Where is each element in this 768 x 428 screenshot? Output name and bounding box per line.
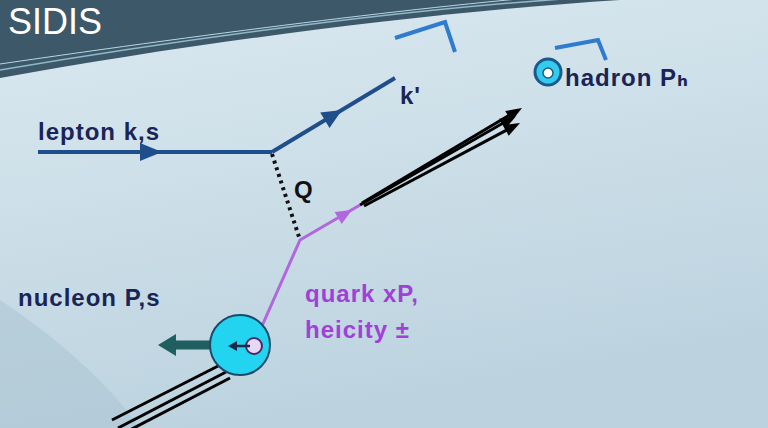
hadron-symbol [535,59,561,85]
beam-lines [112,364,230,428]
particle-label: lepton k,s [38,118,160,147]
detector-bracket [395,22,455,52]
lower-shade [0,300,140,428]
lepton-line [272,78,395,152]
detector-bracket [555,40,606,60]
band-line [0,0,610,70]
momentum-label: Q [294,176,314,205]
spin-arrow [172,341,212,350]
spin-arrow [236,345,250,348]
arrow-head [228,341,237,351]
arrow-head [320,102,346,128]
diagram-title: SIDIS [8,0,102,43]
jet-arrow-heads [499,103,525,136]
momentum-label: k' [400,82,421,111]
particle-label: nucleon P,s [18,284,161,313]
quark-label: quark xP, heicity ± [305,276,437,348]
quark-line [258,205,360,335]
hadron-core [543,68,553,78]
arrow-head [158,334,176,356]
jet-lines [360,110,518,206]
particle-label: hadron Pₕ [565,64,689,93]
nucleon-symbol [210,315,270,375]
band-line [0,0,600,64]
arrow-head [335,204,356,224]
arrow-head [140,143,162,161]
